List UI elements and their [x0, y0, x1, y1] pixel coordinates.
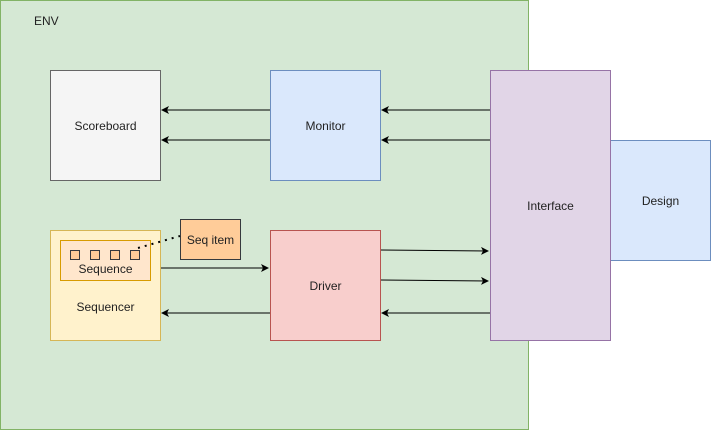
seq-item-square-1 — [70, 250, 80, 260]
seq-item-block[interactable]: Seq item — [180, 219, 241, 260]
sequence-label: Sequence — [78, 262, 133, 276]
design-block[interactable]: Design — [610, 140, 711, 261]
interface-label: Interface — [527, 198, 574, 213]
seq-item-dotted-link — [137, 235, 181, 249]
monitor-label: Monitor — [305, 118, 346, 133]
sequence-block[interactable]: Sequence — [60, 240, 151, 281]
seq-item-square-4 — [130, 250, 140, 260]
driver-label: Driver — [309, 278, 342, 293]
arrow-driver-to-interface-2 — [380, 276, 489, 285]
monitor-block[interactable]: Monitor — [270, 70, 381, 181]
driver-block[interactable]: Driver — [270, 230, 381, 341]
env-label: ENV — [34, 14, 59, 28]
design-label: Design — [641, 193, 680, 208]
interface-block[interactable]: Interface — [490, 70, 611, 341]
seq-item-label: Seq item — [186, 232, 235, 247]
sequencer-label: Sequencer — [76, 300, 135, 314]
scoreboard-block[interactable]: Scoreboard — [50, 70, 161, 181]
seq-item-square-3 — [110, 250, 120, 260]
arrow-driver-to-interface-1 — [380, 246, 489, 255]
seq-item-square-2 — [90, 250, 100, 260]
scoreboard-label: Scoreboard — [74, 118, 137, 133]
